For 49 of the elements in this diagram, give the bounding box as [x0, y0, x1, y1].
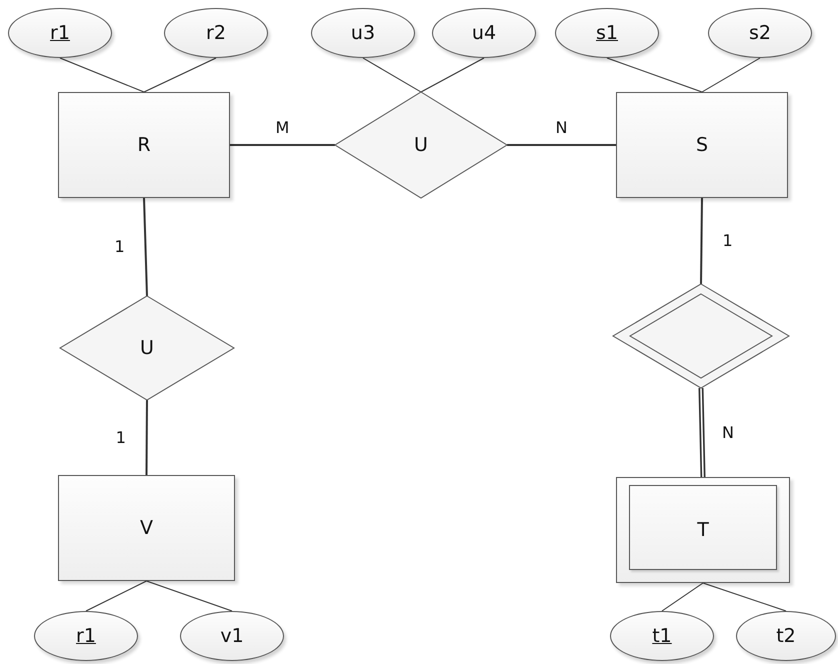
relationship-name: U — [414, 134, 428, 156]
attribute-ellipse — [708, 8, 812, 58]
connector-line — [420, 58, 484, 92]
entity-name: T — [697, 519, 709, 541]
attribute-name: r2 — [206, 22, 226, 44]
connector-line — [362, 58, 422, 92]
entity-name: R — [137, 134, 151, 156]
connector-line — [144, 58, 216, 92]
attribute-ellipse — [311, 8, 415, 58]
attribute-ellipse — [736, 611, 836, 661]
attribute-name: r1 — [76, 625, 96, 647]
attribute-ellipse — [164, 8, 268, 58]
attribute-ellipse — [610, 611, 714, 661]
attribute-ellipse — [34, 611, 138, 661]
weak-relationship-diamond — [613, 284, 789, 388]
attribute-name: r1 — [50, 22, 70, 44]
connector-line — [230, 144, 335, 146]
entity-name: V — [140, 517, 153, 539]
connector-line — [146, 580, 232, 612]
attribute-ellipse — [8, 8, 112, 58]
connector-line — [86, 580, 147, 612]
attribute-ellipse — [180, 611, 284, 661]
connector-line — [143, 198, 148, 296]
entity-box — [58, 92, 230, 198]
attribute-name: v1 — [220, 625, 244, 647]
connector-line — [662, 582, 704, 612]
relationship-diamond — [60, 296, 234, 400]
connector-line — [702, 582, 786, 612]
entity-name: S — [696, 134, 708, 156]
attribute-name: u4 — [472, 22, 496, 44]
relationship-diamond — [335, 92, 507, 198]
connector-line — [60, 58, 144, 92]
attribute-ellipse — [555, 8, 659, 58]
connector-line — [507, 144, 616, 146]
weak-entity-box — [616, 477, 790, 583]
connector-line — [698, 388, 706, 478]
attribute-name: t2 — [776, 625, 796, 647]
connector-line — [606, 58, 702, 92]
attribute-name: t1 — [652, 625, 672, 647]
connector-line — [702, 58, 760, 92]
connector-line — [700, 198, 703, 284]
entity-box — [616, 92, 788, 198]
entity-box — [58, 475, 235, 581]
attribute-name: s1 — [596, 22, 618, 44]
attribute-ellipse — [432, 8, 536, 58]
attribute-name: u3 — [350, 22, 376, 44]
attribute-name: s2 — [749, 22, 771, 44]
relationship-name: U — [140, 337, 154, 359]
connector-line — [146, 400, 148, 475]
